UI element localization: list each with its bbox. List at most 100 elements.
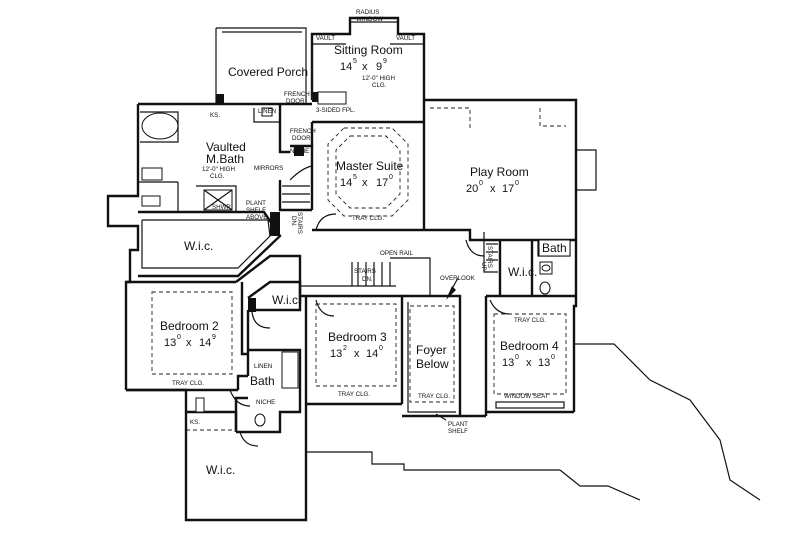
svg-text:0: 0	[515, 180, 519, 187]
label-foyer-below: Below	[416, 357, 449, 371]
note-tray-clg-master: TRAY CLG.	[352, 215, 384, 222]
svg-text:SHELF: SHELF	[246, 207, 266, 214]
note-3-sided-fpl: 3-SIDED FPL.	[316, 107, 355, 114]
svg-text:DOOR: DOOR	[286, 98, 305, 105]
svg-text:x: x	[362, 177, 368, 189]
svg-text:ABOVE: ABOVE	[246, 214, 267, 221]
svg-text:DN.: DN.	[362, 276, 373, 283]
svg-text:x: x	[354, 348, 360, 360]
label-bedroom4: Bedroom 4	[500, 339, 559, 353]
note-plant-shelf-b: PLANT	[448, 421, 468, 428]
svg-text:9: 9	[212, 334, 216, 341]
svg-text:SHELF: SHELF	[448, 428, 468, 435]
label-foyer: Foyer	[416, 343, 447, 357]
note-niche-master: NICHE	[290, 148, 309, 155]
note-overlook: OVERLOOK	[440, 275, 476, 282]
stairs-hall	[357, 262, 391, 286]
svg-text:14: 14	[340, 61, 352, 73]
tub	[141, 112, 179, 140]
note-ks-top: KS.	[210, 112, 220, 119]
note-linen-mid: LINEN	[254, 363, 272, 370]
label-wic-right: W.i.c.	[508, 265, 537, 279]
svg-text:13: 13	[538, 357, 550, 369]
label-bath-mid: Bath	[250, 374, 275, 388]
note-plant-shelf: PLANT	[246, 200, 266, 207]
note-shwr: SHWR.	[212, 204, 233, 211]
label-wic-mid: W.i.c.	[272, 293, 301, 307]
svg-text:CLG.: CLG.	[372, 82, 387, 89]
svg-text:0: 0	[389, 174, 393, 181]
note-mirrors: MIRRORS	[254, 165, 283, 172]
label-wic-bottom: W.i.c.	[206, 463, 235, 477]
dim-play-room: 20 0 x 17 0	[466, 180, 519, 195]
svg-text:17: 17	[376, 177, 388, 189]
stairs-right	[486, 243, 498, 261]
note-stairs-master: STAIRS	[296, 212, 303, 234]
svg-text:20: 20	[466, 183, 478, 195]
dim-bedroom4: 13 0 x 13 0	[502, 354, 555, 369]
note-open-rail: OPEN RAIL	[380, 250, 414, 257]
svg-text:9: 9	[376, 61, 382, 73]
overlook-arrow	[446, 286, 456, 300]
note-linen-top: LINEN	[258, 108, 276, 115]
dim-master-suite: 14 5 x 17 0	[340, 174, 393, 189]
svg-text:CLG.: CLG.	[210, 173, 225, 180]
room-labels: Covered Porch Sitting Room 14 5 x 9 9 Va…	[160, 43, 571, 477]
svg-text:5: 5	[353, 174, 357, 181]
note-stairs-hall: STAIRS	[354, 268, 376, 275]
note-vault-left: VAULT	[316, 35, 335, 42]
ceiling-lines	[151, 40, 567, 431]
label-covered-porch: Covered Porch	[228, 65, 308, 79]
svg-text:WINDOW: WINDOW	[356, 16, 383, 23]
label-bath-right: Bath	[542, 241, 567, 255]
svg-text:UP: UP	[480, 262, 487, 271]
label-mbath: M.Bath	[206, 152, 244, 166]
dim-bedroom3: 13 2 x 14 0	[330, 345, 383, 360]
svg-text:9: 9	[383, 58, 387, 65]
note-radius-window: RADIUS	[356, 9, 379, 16]
svg-text:13: 13	[502, 357, 514, 369]
notes: RADIUS WINDOW VAULT VAULT 12'-0" HIGH CL…	[172, 9, 565, 435]
svg-text:2: 2	[343, 345, 347, 352]
svg-text:x: x	[362, 61, 368, 73]
interior-walls	[126, 100, 576, 434]
note-tray-clg-bed3: TRAY CLG.	[338, 391, 370, 398]
label-bedroom3: Bedroom 3	[328, 330, 387, 344]
svg-text:0: 0	[379, 345, 383, 352]
label-play-room: Play Room	[470, 165, 529, 179]
svg-text:14: 14	[366, 348, 378, 360]
svg-text:14: 14	[340, 177, 352, 189]
note-sitting-clg: 12'-0" HIGH	[362, 75, 395, 82]
svg-text:14: 14	[199, 337, 211, 349]
note-stairs-right: STAIRS	[486, 246, 493, 268]
svg-text:0: 0	[551, 354, 555, 361]
fixtures	[140, 91, 553, 447]
label-master-suite: Master Suite	[336, 159, 404, 173]
note-ks-bottom: KS.	[190, 419, 200, 426]
svg-text:x: x	[526, 357, 532, 369]
note-window-seat: WINDOW SEAT	[504, 393, 549, 400]
stairs-master	[282, 165, 313, 203]
label-wic-master: W.i.c.	[184, 239, 213, 253]
svg-text:x: x	[186, 337, 192, 349]
label-sitting-room: Sitting Room	[334, 43, 403, 57]
note-french-door-2: FRENCH	[290, 128, 316, 135]
svg-text:DOOR: DOOR	[292, 135, 311, 142]
label-bedroom2: Bedroom 2	[160, 319, 219, 333]
svg-text:17: 17	[502, 183, 514, 195]
note-french-door-1: FRENCH	[284, 91, 310, 98]
note-tray-clg-bed2: TRAY CLG.	[172, 380, 204, 387]
exterior-lines	[106, 16, 761, 522]
note-niche-mid: NICHE	[256, 399, 275, 406]
svg-text:0: 0	[479, 180, 483, 187]
svg-text:0: 0	[177, 334, 181, 341]
svg-text:DN.: DN.	[290, 216, 297, 227]
note-tray-clg-foyer: TRAY CLG.	[418, 393, 450, 400]
label-vaulted: Vaulted	[206, 140, 246, 154]
dim-sitting-room: 14 5 x 9 9	[340, 58, 387, 73]
svg-text:5: 5	[353, 58, 357, 65]
dim-bedroom2: 13 0 x 14 9	[164, 334, 216, 349]
svg-text:13: 13	[330, 348, 342, 360]
note-tray-clg-bed4: TRAY CLG.	[514, 317, 546, 324]
